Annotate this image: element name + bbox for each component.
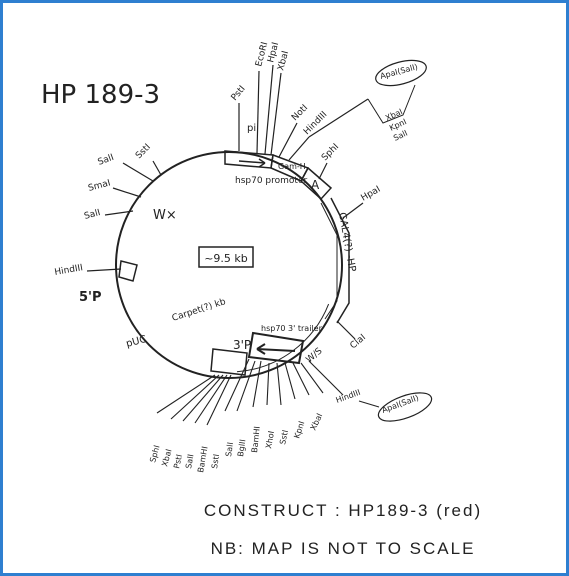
site-kpni-b: KpnI — [292, 420, 306, 440]
site-sali-left-1: SalI — [97, 153, 116, 168]
site-xbai-b2: XbaI — [309, 412, 325, 432]
top-site-ticks — [239, 65, 368, 218]
construct-cyr-label: Carpet(?) kb — [171, 297, 227, 324]
site-bamhi-b: BamHI — [196, 446, 209, 474]
site-noti: NotI — [290, 103, 310, 123]
scale-note: NB: MAP IS NOT TO SCALE — [123, 539, 563, 559]
site-ssti-b2: SstI — [278, 429, 290, 445]
site-bglii-b: BglII — [236, 439, 247, 458]
size-label: ~9.5 kb — [204, 252, 248, 265]
site-xbai-b: XbaI — [160, 448, 173, 468]
inner-arc — [122, 158, 336, 372]
site-xhoi-b: XhoI — [264, 430, 276, 449]
site-psti: PstI — [230, 84, 248, 103]
site-bamhi-b2: BamHI — [250, 426, 262, 453]
construct-caption: CONSTRUCT : HP189-3 (red) — [123, 501, 563, 521]
bubble-bottom-line — [359, 401, 379, 407]
site-ssti-b: SstI — [210, 453, 221, 469]
map-title: HP 189-3 — [41, 80, 160, 110]
site-ssti-left: SstI — [134, 142, 153, 161]
bubble-top-label: ApaI(SalI) — [379, 62, 419, 81]
p5-label: 5'P — [79, 290, 102, 305]
genomic-inner — [321, 203, 337, 319]
puc-label: pUC — [125, 334, 148, 350]
clai-tick — [337, 321, 355, 339]
site-sali-b2: SalI — [224, 442, 235, 458]
site-sphi-top: SphI — [320, 142, 341, 163]
trailer-arrow — [257, 349, 295, 351]
site-sali-left-2: SalI — [83, 208, 101, 222]
plasmid-map: HP 189-3 ~9.5 kb hsp70 promoter Gam-H A … — [3, 3, 566, 573]
site-sphi-b: SphI — [148, 444, 161, 463]
site-hpai-right: HpaI — [360, 185, 383, 204]
plasmid-circle — [116, 152, 342, 378]
hsp70-block — [225, 151, 273, 168]
site-psti-b: PstI — [172, 453, 184, 469]
white-label: W× — [153, 208, 177, 223]
pi-label: pi — [247, 123, 256, 134]
a-label: A — [311, 178, 320, 192]
site-sali-b: SalI — [184, 453, 195, 469]
p5-block — [119, 261, 137, 281]
p3-label: 3'P — [233, 338, 251, 352]
site-smai-left: SmaI — [87, 178, 111, 194]
hsp70-3-label: hsp70 3' trailer — [261, 324, 323, 333]
hsp70-promoter-label: hsp70 promoter — [235, 176, 307, 186]
site-hindiii-left: HindIII — [54, 263, 84, 278]
ws-label: W/S — [305, 346, 325, 365]
gam-label: Gam-H — [278, 162, 306, 171]
